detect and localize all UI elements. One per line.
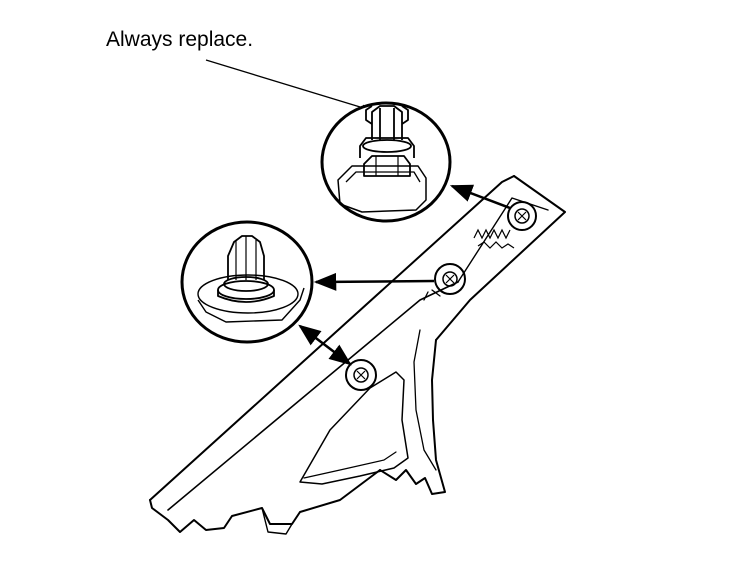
panel-marking	[474, 230, 514, 248]
clip-lower	[346, 360, 376, 390]
callout-label: Always replace.	[106, 28, 254, 51]
detail-view-middle-clip	[182, 222, 312, 342]
detail-view-upper-clip	[322, 103, 450, 221]
pillar-trim-panel	[150, 176, 565, 534]
arrow-lower-clip	[298, 324, 352, 366]
arrow-middle-clip	[313, 272, 434, 291]
arrow-upper-clip	[449, 184, 510, 208]
clip-upper	[508, 202, 536, 230]
leader-line-callout	[206, 60, 371, 111]
clip-middle	[435, 264, 465, 294]
